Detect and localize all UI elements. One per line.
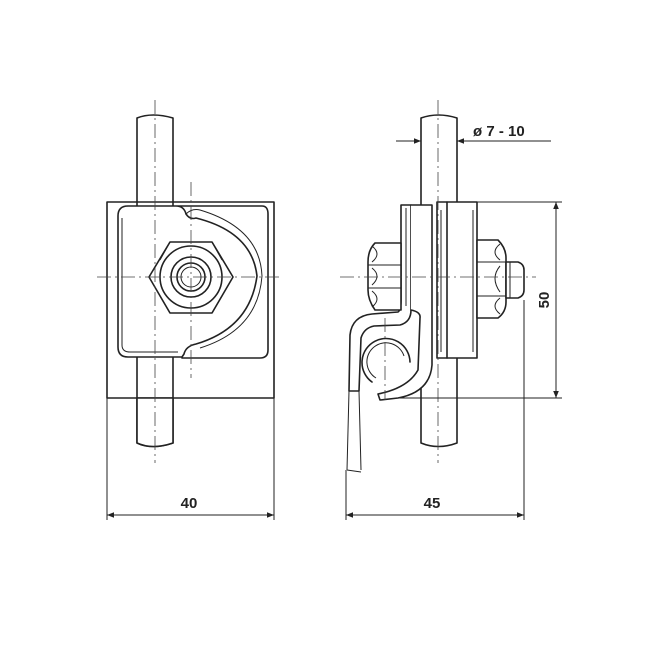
side-clamp-body [436, 201, 478, 359]
side-view [340, 100, 536, 473]
dimension-side-width: 45 [424, 495, 441, 512]
dimension-height: 50 [536, 292, 553, 309]
front-view [97, 100, 283, 463]
side-rod-section [361, 337, 411, 383]
side-bolt-end [505, 261, 525, 299]
side-right-nut [476, 239, 507, 319]
dimension-front-width: 40 [181, 495, 198, 512]
side-left-nut [367, 242, 402, 311]
side-rod [420, 114, 458, 448]
dimensions: 40 45 50 ø 7 - 10 [106, 118, 562, 520]
dimension-diameter: ø 7 - 10 [473, 123, 525, 140]
front-base-plate [106, 201, 275, 399]
